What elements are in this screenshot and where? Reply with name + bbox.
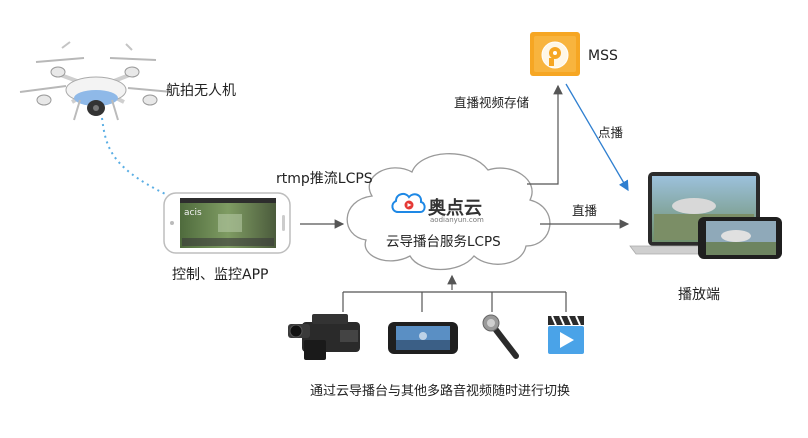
phone-app-icon <box>164 193 290 253</box>
player-devices-icon <box>630 172 782 259</box>
cloud-brand-domain: aodianyun.com <box>430 216 484 224</box>
app-label: 控制、监控APP <box>172 264 268 284</box>
mss-storage-icon <box>530 32 580 76</box>
arrow-cloud-to-mss <box>527 86 558 184</box>
sources-caption: 通过云导播台与其他多路音视频随时进行切换 <box>310 380 570 399</box>
drone-link-line <box>102 118 178 200</box>
player-label: 播放端 <box>678 284 720 304</box>
video-camera-icon <box>288 314 360 360</box>
sources-bracket <box>343 276 566 312</box>
app-screen-text: acis <box>184 208 202 218</box>
microphone-icon <box>483 315 516 356</box>
drone-icon <box>20 42 172 120</box>
clapperboard-icon <box>548 316 584 354</box>
cloud-logo-icon <box>392 194 424 212</box>
edge-label-vod: 点播 <box>598 122 623 141</box>
edge-label-live: 直播 <box>572 200 597 219</box>
smartphone-source-icon <box>388 322 458 354</box>
mss-label: MSS <box>588 48 618 64</box>
edge-label-rtmp: rtmp推流LCPS <box>276 168 373 188</box>
edge-label-storage: 直播视频存储 <box>454 92 529 111</box>
cloud-label: 云导播台服务LCPS <box>386 230 501 250</box>
drone-label: 航拍无人机 <box>166 80 236 100</box>
